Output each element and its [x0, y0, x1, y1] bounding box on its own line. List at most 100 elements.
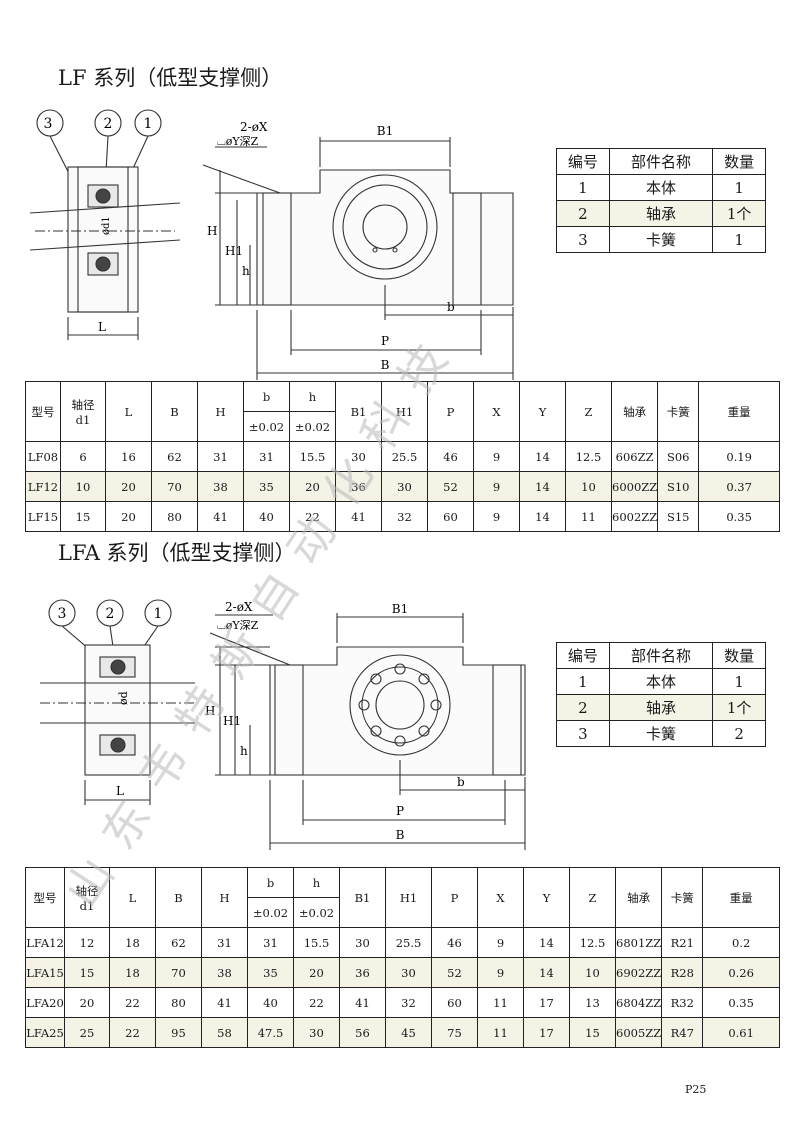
table-cell: 1 — [712, 668, 766, 695]
table-cell: 1个 — [712, 694, 766, 721]
length-label: L — [98, 320, 106, 334]
drawing-element — [370, 725, 382, 737]
drawing-element — [30, 239, 180, 251]
drawing-element — [362, 204, 408, 250]
table-cell: 62 — [155, 927, 202, 958]
section-title-lf: LF 系列（低型支撑侧） — [58, 66, 283, 90]
table-cell: 重量 — [702, 867, 780, 928]
table-cell: 6804ZZ — [614, 987, 663, 1018]
table-cell: 38 — [201, 957, 248, 988]
table-cell: 轴承 — [608, 694, 714, 721]
table-cell: 31 — [201, 927, 248, 958]
table-cell: 0.37 — [698, 471, 780, 502]
table-cell: 0.61 — [702, 1017, 780, 1048]
table-cell: 11 — [477, 1017, 524, 1048]
table-cell: 56 — [339, 1017, 386, 1048]
table-cell: 14 — [523, 957, 570, 988]
drawing-element — [375, 680, 425, 730]
table-cell: 11 — [565, 501, 612, 532]
table-cell: 数量 — [712, 642, 766, 669]
table-cell: P — [431, 867, 478, 928]
drawing-element — [342, 184, 428, 270]
drawing-element — [349, 654, 451, 756]
table-cell: LF12 — [25, 471, 61, 502]
parts-header-qty: 数量 — [712, 148, 766, 175]
drawing-element — [358, 699, 370, 711]
table-cell: 10 — [60, 471, 106, 502]
table-cell: LFA20 — [25, 987, 65, 1018]
table-cell: 0.2 — [702, 927, 780, 958]
page-number: P25 — [685, 1083, 707, 1096]
drawing-element — [361, 666, 439, 744]
p-label: P — [381, 334, 389, 348]
table-cell: 型号 — [25, 867, 65, 928]
table-cell: 3 — [556, 226, 610, 253]
table-cell: 12.5 — [569, 927, 616, 958]
table-cell: 25 — [64, 1017, 110, 1048]
drawing-element — [262, 192, 292, 306]
table-cell: Z — [565, 381, 612, 442]
table-cell: 17 — [523, 987, 570, 1018]
drawing-element — [452, 192, 482, 306]
table-cell: 25.5 — [381, 441, 428, 472]
table-row: 编号部件名称数量 — [556, 642, 766, 669]
drawing-element — [418, 673, 430, 685]
drawing-element — [209, 632, 291, 666]
table-cell: B — [151, 381, 198, 442]
table-cell: 11 — [477, 987, 524, 1018]
table-cell: H — [201, 867, 248, 928]
table-cell: 25.5 — [385, 927, 432, 958]
table-cell: 20 — [105, 471, 152, 502]
table-cell: 41 — [335, 501, 382, 532]
table-cell: 本体 — [608, 668, 714, 695]
table-cell: 36 — [335, 471, 382, 502]
table-cell: 41 — [197, 501, 244, 532]
table-cell: 轴承 — [608, 200, 714, 227]
drawing-element — [110, 737, 126, 753]
drawing-element: H1 — [223, 714, 241, 728]
table-cell: 35 — [247, 957, 294, 988]
table-cell: ±0.02 — [243, 411, 290, 442]
table-cell: 31 — [243, 441, 290, 472]
table-cell: 1个 — [712, 200, 766, 227]
table-cell: 13 — [569, 987, 616, 1018]
holes-label: 2-øX — [240, 120, 268, 134]
drawing-element: B1 — [392, 602, 408, 616]
table-cell: 30 — [335, 441, 382, 472]
drawing-element: L — [116, 784, 124, 798]
table-cell: 轴承 — [614, 867, 663, 928]
drawing-element — [269, 646, 526, 776]
table-cell: 35 — [243, 471, 290, 502]
table-row: 编号部件名称数量 — [556, 148, 766, 175]
table-cell: 41 — [201, 987, 248, 1018]
table-cell: 1 — [712, 226, 766, 253]
table-cell: 22 — [109, 1017, 156, 1048]
table-cell: 1 — [556, 668, 610, 695]
table-cell: 0.35 — [702, 987, 780, 1018]
table-cell: 18 — [109, 927, 156, 958]
table-cell: 9 — [473, 501, 520, 532]
table-cell: 3 — [556, 720, 610, 747]
table-cell: 卡簧 — [608, 226, 714, 253]
table-cell: 0.26 — [702, 957, 780, 988]
table-cell: 30 — [293, 1017, 340, 1048]
drawing-element — [202, 164, 281, 194]
table-cell: 本体 — [608, 174, 714, 201]
table-cell: 52 — [427, 471, 474, 502]
table-cell: 6 — [60, 441, 106, 472]
table-cell: X — [477, 867, 524, 928]
table-row: ±0.02±0.02 — [26, 411, 780, 442]
table-cell: 70 — [155, 957, 202, 988]
drawing-element: 3 — [58, 606, 67, 622]
lfa-front-view-drawing: 2-øX ⌴øY深Z B1 H H1 h b P B — [205, 600, 526, 850]
drawing-element: ød — [117, 691, 130, 705]
